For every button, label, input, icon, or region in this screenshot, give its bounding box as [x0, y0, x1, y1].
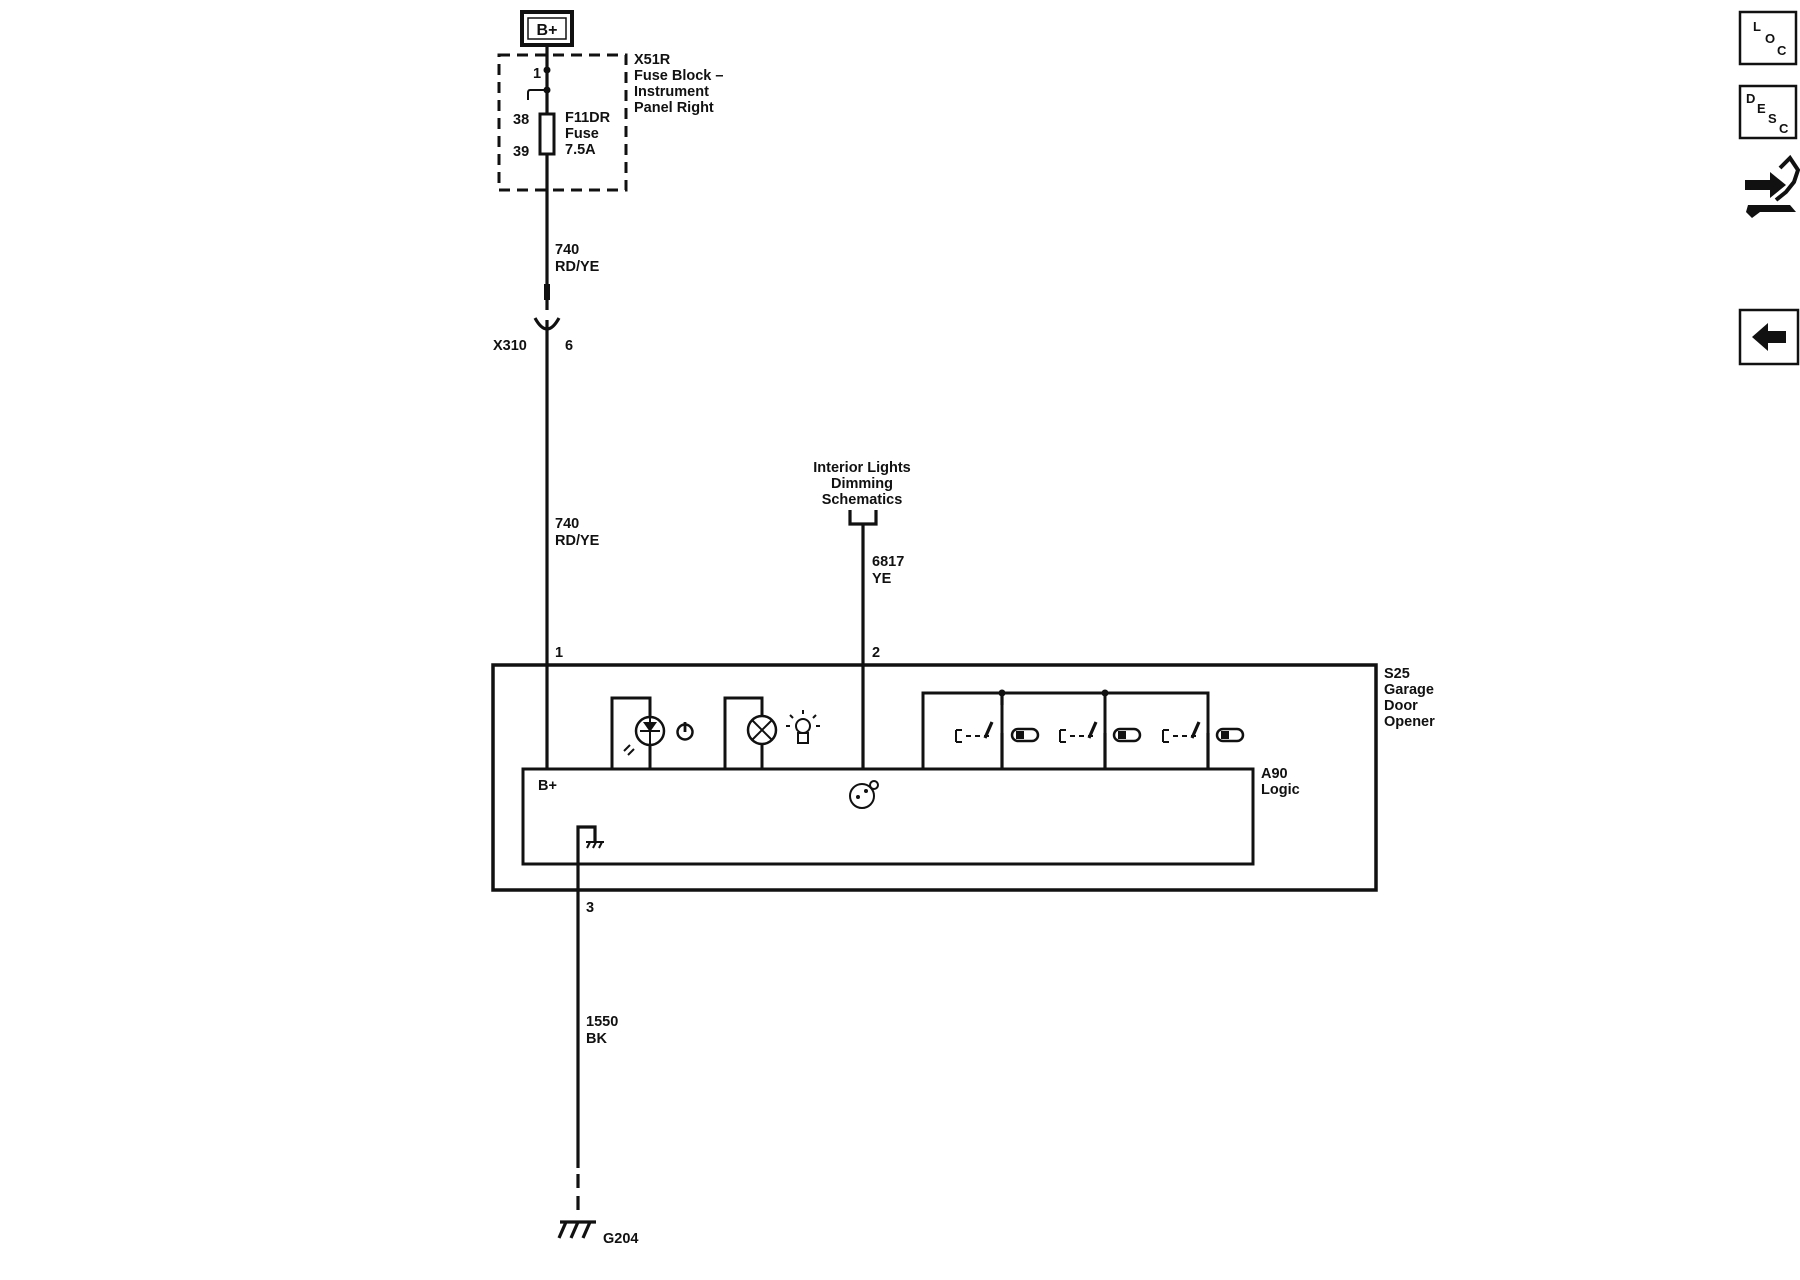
location-letter-l: L [1753, 19, 1761, 34]
garage-door-opener-module: 1 2 S25 Garage Door Opener [491, 645, 1435, 892]
ground-g204-icon [557, 1220, 596, 1239]
wire-6817-circuit: 6817 [872, 554, 904, 570]
connector-end-view-button[interactable] [1738, 152, 1800, 222]
description-letter-d: D [1746, 91, 1755, 106]
power-led-indicator [610, 696, 694, 769]
fuse-block-pin-38: 38 [513, 112, 529, 128]
fuse-block-name-line3: Panel Right [634, 100, 714, 116]
fuse-block-connector-id: X51R [634, 52, 671, 68]
module-pin-3: 3 [586, 900, 594, 916]
location-button[interactable]: L O C [1738, 10, 1798, 66]
module-id: S25 [1384, 666, 1410, 682]
location-letter-c: C [1777, 43, 1787, 58]
indicator-lamp [723, 696, 820, 769]
fuse-block-jumper [527, 89, 547, 100]
interior-lights-line1: Interior Lights [813, 460, 910, 476]
fuse-rating: 7.5A [565, 142, 596, 158]
wire-740-upper-circuit: 740 [555, 242, 579, 258]
wire-6817-color: YE [872, 571, 892, 587]
back-arrow-icon [1752, 323, 1786, 351]
wire-1550-circuit: 1550 [586, 1014, 618, 1030]
fuse-block-x51r: X51R Fuse Block – Instrument Panel Right… [497, 52, 723, 192]
logic-bplus-label: B+ [538, 778, 557, 794]
battery-positive-source: B+ [520, 10, 574, 47]
module-pin-1: 1 [555, 645, 563, 661]
description-button[interactable]: D E S C [1738, 84, 1798, 140]
fuse-f11dr-symbol [538, 112, 556, 156]
light-bulb-icon [786, 710, 820, 744]
wire-740-path [527, 45, 561, 770]
wire-740-lower-color: RD/YE [555, 533, 600, 549]
description-letter-c: C [1779, 121, 1789, 136]
logic-ground-icon [576, 825, 604, 880]
module-pin-2: 2 [872, 645, 880, 661]
wire-1550-color: BK [586, 1031, 607, 1047]
connector-x310-pin: 6 [565, 338, 573, 354]
fuse-word: Fuse [565, 126, 599, 142]
location-letter-o: O [1765, 31, 1775, 46]
garage-door-button-3 [1162, 721, 1245, 769]
description-letter-s: S [1768, 111, 1777, 126]
fuse-block-pin-1: 1 [533, 66, 541, 82]
fuse-block-name-line2: Instrument [634, 84, 709, 100]
interior-lights-dimming-reference[interactable]: Interior Lights Dimming Schematics [813, 460, 911, 526]
description-letter-e: E [1757, 101, 1766, 116]
garage-door-button-1 [955, 689, 1040, 769]
page-reference-bracket [848, 510, 878, 526]
fuse-id: F11DR [565, 110, 611, 126]
logic-name: Logic [1261, 782, 1300, 798]
ground-g204-label: G204 [603, 1231, 638, 1247]
garage-door-button-2 [1059, 689, 1142, 769]
module-name-line1: Garage [1384, 682, 1434, 698]
interior-lights-line2: Dimming [831, 476, 893, 492]
battery-positive-label: B+ [537, 22, 558, 39]
wire-740-upper-color: RD/YE [555, 259, 600, 275]
module-name-line3: Opener [1384, 714, 1435, 730]
logic-id: A90 [1261, 766, 1288, 782]
connector-x310-label: X310 [493, 338, 527, 354]
back-button[interactable] [1738, 308, 1800, 366]
module-name-line2: Door [1384, 698, 1418, 714]
fuse-block-name-line1: Fuse Block – [634, 68, 723, 84]
wire-740-lower-circuit: 740 [555, 516, 579, 532]
dimming-input-icon [849, 780, 879, 809]
logic-module-a90: B+ A90 Logic [521, 766, 1300, 866]
connector-end-view-icon [1745, 154, 1800, 218]
fuse-block-pin-39: 39 [513, 144, 529, 160]
interior-lights-line3: Schematics [822, 492, 903, 508]
